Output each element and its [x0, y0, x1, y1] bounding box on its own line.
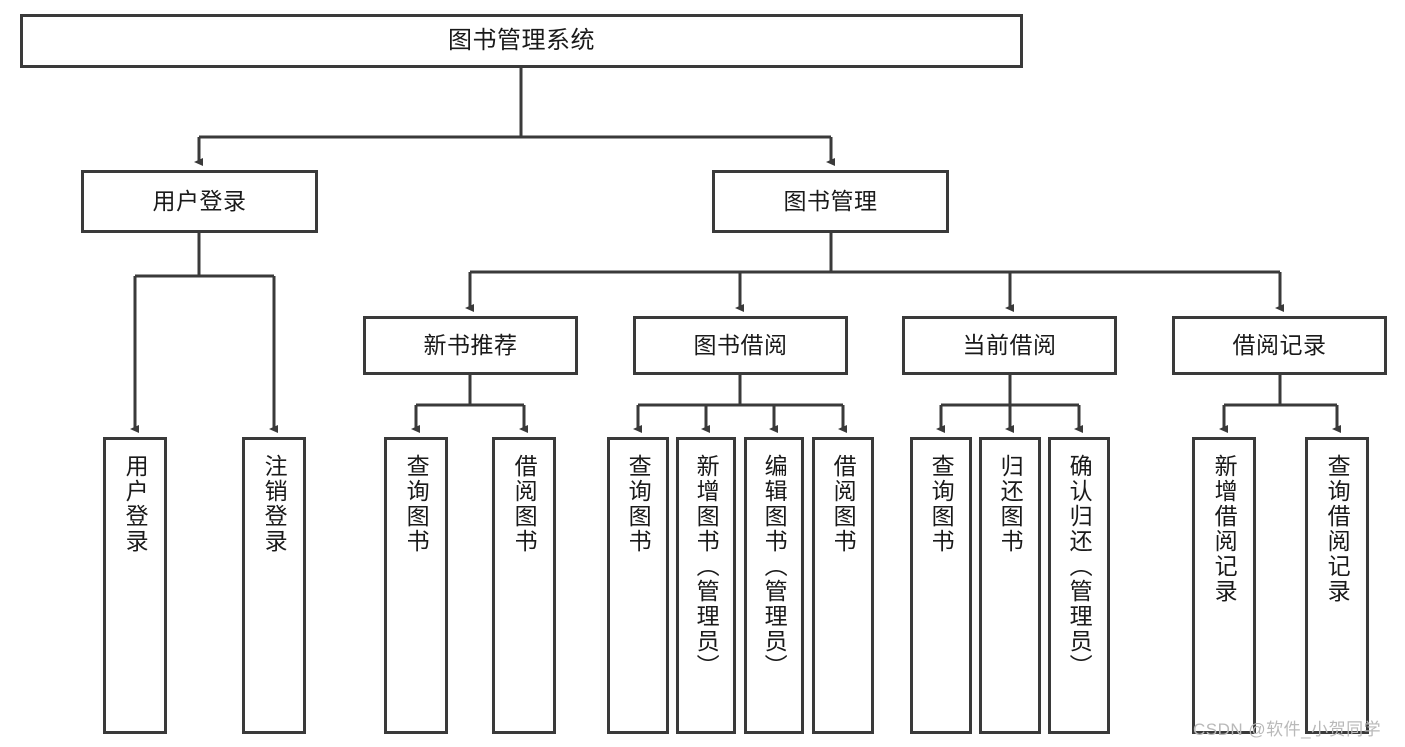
node-label: 注销登录 — [261, 454, 288, 554]
node-label: 图书管理系统 — [448, 26, 595, 54]
node-user-login[interactable]: 用户登录 — [81, 170, 318, 233]
node-book-borrow[interactable]: 图书借阅 — [633, 316, 848, 375]
node-leaf-edit-book[interactable]: 编辑图书（管理员） — [744, 437, 804, 734]
node-label: 查询图书 — [625, 454, 652, 554]
node-leaf-add-record[interactable]: 新增借阅记录 — [1192, 437, 1256, 734]
node-leaf-return-book[interactable]: 归还图书 — [979, 437, 1041, 734]
node-leaf-logout-login[interactable]: 注销登录 — [242, 437, 306, 734]
node-label: 新增借阅记录 — [1211, 454, 1238, 604]
node-label: 图书管理 — [783, 187, 878, 214]
node-label: 当前借阅 — [962, 331, 1057, 358]
node-book-management[interactable]: 图书管理 — [712, 170, 949, 233]
node-current-borrow[interactable]: 当前借阅 — [902, 316, 1117, 375]
node-borrow-record[interactable]: 借阅记录 — [1172, 316, 1387, 375]
node-label: 借阅图书 — [511, 454, 538, 554]
node-leaf-query-record[interactable]: 查询借阅记录 — [1305, 437, 1369, 734]
node-leaf-confirm-return[interactable]: 确认归还（管理员） — [1048, 437, 1110, 734]
node-label: 用户登录 — [152, 187, 247, 214]
node-new-book-recommend[interactable]: 新书推荐 — [363, 316, 578, 375]
node-label: 用户登录 — [122, 454, 149, 554]
node-label: 借阅图书 — [830, 454, 857, 554]
node-label: 查询借阅记录 — [1324, 454, 1351, 604]
node-label: 归还图书 — [997, 454, 1024, 554]
node-label: 查询图书 — [928, 454, 955, 554]
node-leaf-add-book[interactable]: 新增图书（管理员） — [676, 437, 736, 734]
node-book-management-system[interactable]: 图书管理系统 — [20, 14, 1023, 68]
node-leaf-user-login[interactable]: 用户登录 — [103, 437, 167, 734]
node-label: 借阅记录 — [1232, 331, 1327, 358]
node-label: 查询图书 — [403, 454, 430, 554]
node-label: 确认归还（管理员） — [1066, 454, 1093, 679]
csdn-watermark: CSDN @软件_小贺同学 — [1193, 720, 1382, 739]
node-leaf-query-book-3[interactable]: 查询图书 — [910, 437, 972, 734]
node-leaf-borrow-book-2[interactable]: 借阅图书 — [812, 437, 874, 734]
node-label: 新书推荐 — [423, 331, 518, 358]
node-leaf-query-book-2[interactable]: 查询图书 — [607, 437, 669, 734]
node-leaf-borrow-book-1[interactable]: 借阅图书 — [492, 437, 556, 734]
node-label: 图书借阅 — [693, 331, 788, 358]
node-leaf-query-book-1[interactable]: 查询图书 — [384, 437, 448, 734]
node-label: 编辑图书（管理员） — [761, 454, 788, 679]
node-label: 新增图书（管理员） — [693, 454, 720, 679]
